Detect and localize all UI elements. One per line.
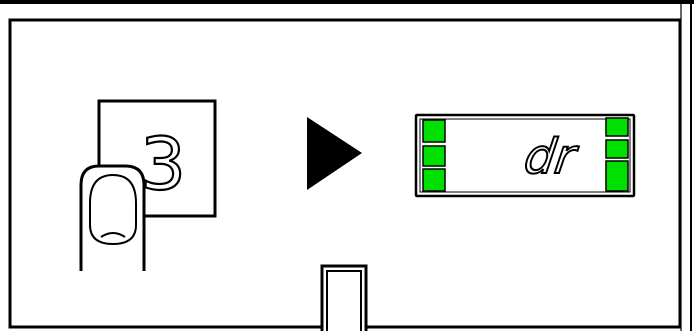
panel-frame [8, 18, 682, 329]
right-level-segment [605, 117, 629, 137]
left-level-segment [422, 119, 446, 143]
key-label: 3 [140, 122, 186, 206]
left-level-segment [422, 168, 446, 192]
key-button: 3 [97, 99, 217, 218]
lcd-display: dr [414, 113, 636, 198]
left-level-segment [422, 145, 446, 167]
left-level-segments [422, 119, 446, 192]
right-level-segment [605, 139, 629, 159]
right-level-segments [605, 117, 629, 192]
connector-tab [320, 264, 368, 331]
right-triangle-arrow-icon [307, 117, 362, 190]
fingertip-press-icon [79, 164, 146, 271]
right-level-segment [605, 160, 629, 192]
